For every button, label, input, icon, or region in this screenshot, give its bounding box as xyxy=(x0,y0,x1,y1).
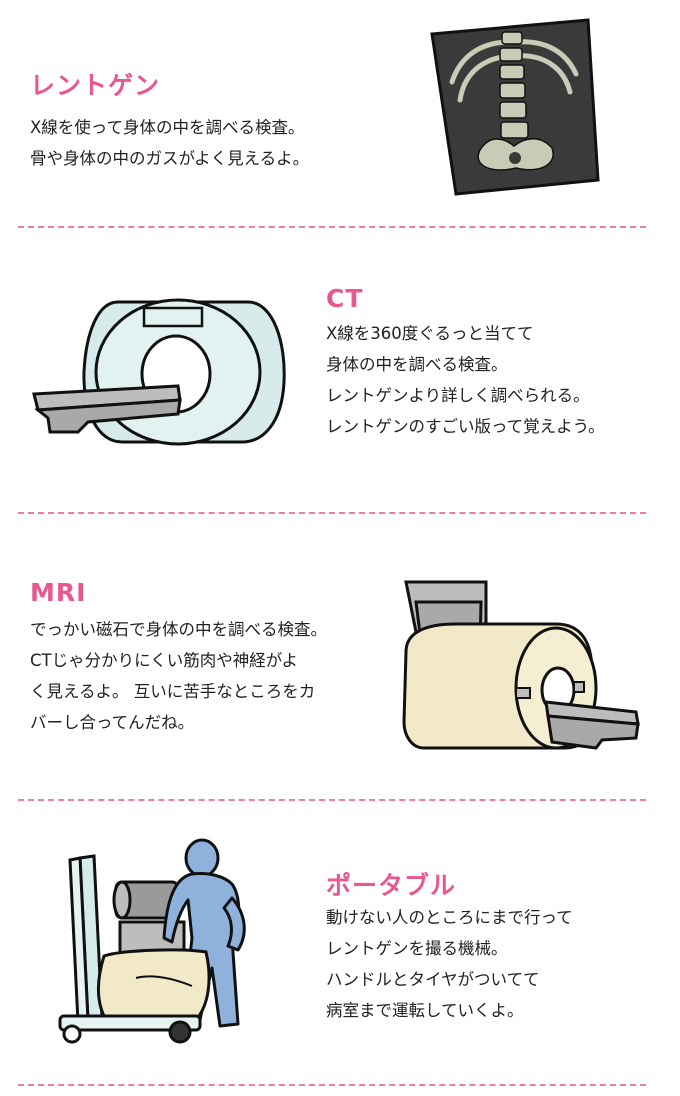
section-text-xray-2: 骨や身体の中のガスがよく見えるよ。 xyxy=(30,149,310,168)
section-title-xray: レントゲン xyxy=(30,71,161,100)
section-title-mri: MRI xyxy=(30,578,87,607)
section-text-mri-2: CTじゃ分かりにくい筋肉や神経がよ xyxy=(30,651,298,670)
section-text-ct-3: レントゲンより詳しく調べられる。 xyxy=(326,386,590,405)
section-text-ct-2: 身体の中を調べる検査。 xyxy=(326,355,508,374)
xray-film-illustration xyxy=(430,18,600,196)
section-text-portable-3: ハンドルとタイヤがついてて xyxy=(326,970,540,989)
section-text-ct-4: レントゲンのすごい版って覚えよう。 xyxy=(326,417,605,436)
divider-4 xyxy=(18,1084,646,1086)
section-title-ct: CT xyxy=(326,284,364,313)
section-text-mri-1: でっかい磁石で身体の中を調べる検査。 xyxy=(30,620,327,639)
divider-2 xyxy=(18,512,646,514)
section-text-portable-2: レントゲンを撮る機械。 xyxy=(326,939,508,958)
section-title-portable: ポータブル xyxy=(326,871,457,900)
divider-1 xyxy=(18,226,646,228)
section-text-portable-1: 動けない人のところにまで行って xyxy=(326,908,573,927)
section-text-ct-1: X線を360度ぐるっと当てて xyxy=(326,324,534,343)
mri-machine-illustration xyxy=(402,580,640,750)
section-text-xray-1: X線を使って身体の中を調べる検査。 xyxy=(30,118,305,137)
section-text-mri-3: く見えるよ。 互いに苦手なところをカ xyxy=(30,682,316,701)
ct-scanner-illustration xyxy=(32,298,286,446)
divider-3 xyxy=(18,799,646,801)
section-text-portable-4: 病室まで運転していくよ。 xyxy=(326,1001,524,1020)
section-text-mri-4: バーし合ってんだね。 xyxy=(30,713,195,732)
portable-xray-illustration xyxy=(58,838,246,1044)
